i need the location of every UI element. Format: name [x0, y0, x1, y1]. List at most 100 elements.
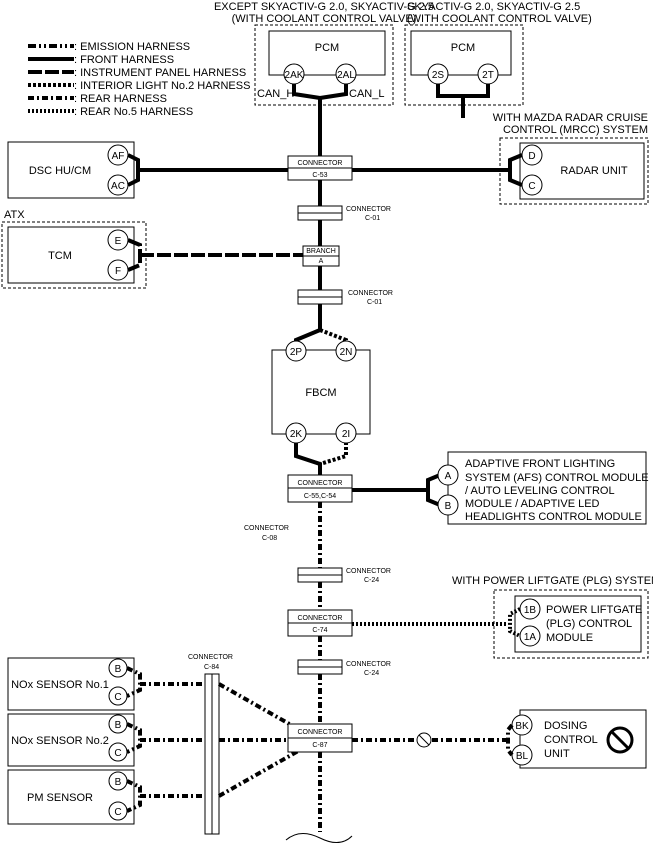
plg-name-line-1: POWER LIFTGATE: [546, 604, 642, 616]
connector-c24-upper: CONNECTOR C-24: [297, 567, 391, 584]
connector-c55-c54-label: CONNECTOR: [298, 480, 343, 487]
afs-pin-a-label: A: [445, 471, 452, 482]
harness-break-mark: [285, 833, 353, 843]
pcm-left-name: PCM: [315, 42, 339, 54]
pcm-right-condition-1: SKYACTIV-G 2.0, SKYACTIV-G 2.5: [407, 1, 580, 13]
legend-front: : FRONT HARNESS: [74, 54, 174, 66]
tcm-pin-e-label: E: [115, 236, 122, 247]
connector-c01-upper-id: C-01: [365, 215, 380, 222]
connector-c87: CONNECTOR C-87: [287, 723, 353, 753]
nox1-group: NOx SENSOR No.1 B C: [7, 657, 205, 711]
fbcm-box: [271, 349, 371, 435]
afs-group: A B ADAPTIVE FRONT LIGHTING SYSTEM (AFS)…: [352, 451, 649, 525]
radar-pin-d-label: D: [528, 151, 535, 162]
wire-fbcm-2k: [294, 442, 322, 475]
pcm-left-pin-2ak-label: 2AK: [285, 70, 304, 81]
dsc-pin-ac-label: AC: [111, 181, 125, 192]
plg-name-line-3: MODULE: [546, 632, 593, 644]
fbcm-pin-2n: [335, 340, 357, 362]
pcm-left-can-h: CAN_H: [257, 88, 294, 100]
prohibited-icon: [606, 726, 634, 754]
afs-pin-wire: [426, 473, 441, 507]
legend-ip: : INSTRUMENT PANEL HARNESS: [74, 67, 246, 79]
pm-pin-c-label: C: [114, 807, 121, 818]
branch-a: BRANCH A: [302, 245, 340, 267]
connector-c24-lower: CONNECTOR C-24: [297, 659, 391, 677]
fbcm-pin-2k: [285, 422, 307, 444]
pcm-right-pin-2t-label: 2T: [482, 70, 494, 81]
pcm-left-pin-2al-label: 2AL: [337, 70, 355, 81]
connector-c01-upper: CONNECTOR C-01: [297, 205, 391, 222]
prohibited-icon-ring: [606, 726, 634, 754]
nox2-name: NOx SENSOR No.2: [11, 735, 109, 747]
nox1-pin-c-label: C: [114, 692, 121, 703]
connector-c24-upper-label: CONNECTOR: [346, 568, 391, 575]
pm-group: PM SENSOR B C: [7, 769, 205, 825]
connector-c01-lower-label: CONNECTOR: [348, 290, 393, 297]
connector-c74: CONNECTOR C-74: [287, 609, 353, 637]
afs-pin-a: [437, 464, 459, 486]
branch-a-id: A: [319, 258, 324, 265]
pcm-right-pin-2s-label: 2S: [432, 70, 445, 81]
dosing-pin-bl-label: BL: [516, 751, 529, 762]
afs-box: [447, 451, 647, 525]
radar-pin-c-label: C: [528, 181, 535, 192]
fbcm-pin-2k-label: 2K: [290, 429, 303, 440]
connector-c24-lower-id: C-24: [364, 670, 379, 677]
connector-c53: CONNECTOR C-53: [287, 155, 353, 181]
wire-c84-c87-bottom: [218, 748, 301, 798]
branch-a-label: BRANCH: [306, 248, 336, 255]
pcm-left-group: EXCEPT SKYACTIV-G 2.0, SKYACTIV-G 2.5 (W…: [214, 1, 434, 106]
dosing-name-line-2: CONTROL: [544, 734, 598, 746]
wire-pcm-can-h: [292, 84, 322, 156]
connector-c74-id: C-74: [312, 627, 327, 634]
legend-rear5: : REAR No.5 HARNESS: [74, 106, 193, 118]
wire-c01-fbcm-2p: [294, 304, 322, 344]
connector-c01-lower-id: C-01: [367, 299, 382, 306]
dosing-name-line-1: DOSING: [544, 720, 587, 732]
radar-condition-1: WITH MAZDA RADAR CRUISE: [493, 112, 648, 124]
legend-emission: : EMISSION HARNESS: [74, 41, 190, 53]
disconnect-icon-slash: [418, 734, 430, 746]
afs-name-line-3: / AUTO LEVELING CONTROL: [465, 485, 615, 497]
tcm-group: ATX TCM E F: [1, 209, 303, 289]
pcm-left-condition-2: (WITH COOLANT CONTROL VALVE): [232, 13, 417, 25]
pcm-right-name: PCM: [451, 42, 475, 54]
fbcm-pin-2i-label: 2I: [342, 429, 350, 440]
tcm-pin-f-label: F: [115, 266, 121, 277]
afs-name-line-2: SYSTEM (AFS) CONTROL MODULE: [465, 472, 649, 484]
fbcm-pin-2p: [285, 340, 307, 362]
radar-option-frame: [499, 137, 649, 205]
connector-c08-id: C-08: [262, 535, 277, 542]
wire-c84-c87-top: [218, 682, 301, 732]
dosing-group: BK BL DOSING CONTROL UNIT: [352, 709, 647, 769]
tcm-name: TCM: [48, 250, 72, 262]
connector-c01-upper-label: CONNECTOR: [346, 206, 391, 213]
radar-group: WITH MAZDA RADAR CRUISE CONTROL (MRCC) S…: [352, 112, 649, 205]
fbcm-pin-2i: [335, 422, 357, 444]
nox1-pin-wire: [126, 666, 142, 698]
plg-option-frame: [493, 589, 649, 659]
connector-c01-lower: CONNECTOR C-01: [297, 289, 393, 306]
dsc-group: DSC HU/CM AF AC: [7, 141, 288, 199]
dosing-pin-bk-label: BK: [515, 721, 529, 732]
nox2-pin-wire: [126, 722, 142, 754]
connector-c87-label: CONNECTOR: [298, 729, 343, 736]
afs-name-line-5: HEADLIGHTS CONTROL MODULE: [465, 511, 642, 523]
pcm-left-option-frame: [254, 24, 394, 106]
afs-pin-b-label: B: [445, 501, 452, 512]
nox2-group: NOx SENSOR No.2 B C: [7, 713, 205, 767]
connector-c87-id: C-87: [312, 742, 327, 749]
dsc-name: DSC HU/CM: [29, 165, 91, 177]
fbcm-pin-2p-label: 2P: [290, 347, 303, 358]
nox1-name: NOx SENSOR No.1: [11, 679, 109, 691]
legend-rear: : REAR HARNESS: [74, 93, 167, 105]
pcm-left-condition-1: EXCEPT SKYACTIV-G 2.0, SKYACTIV-G 2.5: [214, 1, 434, 13]
pcm-right-group: SKYACTIV-G 2.0, SKYACTIV-G 2.5 (WITH COO…: [404, 1, 592, 118]
plg-group: WITH POWER LIFTGATE (PLG) SYSTEM 1B 1A P…: [352, 575, 653, 659]
connector-c84-id: C-84: [204, 664, 219, 671]
pm-pin-b-label: B: [115, 777, 122, 788]
connector-c55-c54: CONNECTOR C-55,C-54: [287, 474, 353, 503]
wire-fbcm-2i: [319, 442, 348, 466]
